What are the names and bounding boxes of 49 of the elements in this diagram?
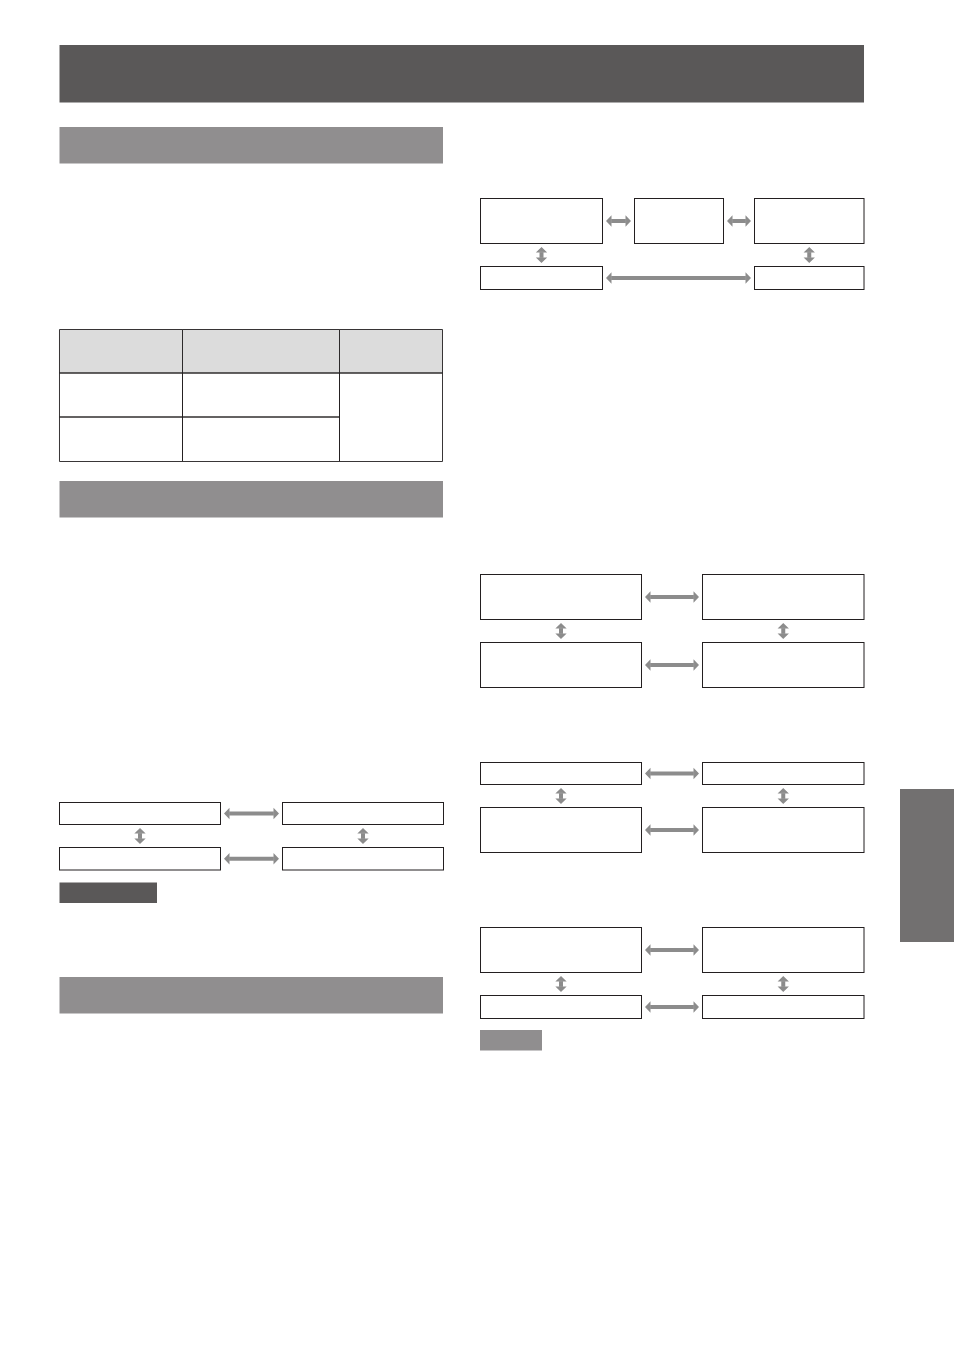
double-arrow — [134, 828, 146, 844]
double-arrow — [777, 788, 789, 804]
flow-box — [702, 927, 865, 973]
title-bar — [59, 45, 864, 103]
flow-box — [480, 762, 642, 785]
flow-box — [702, 807, 865, 853]
flow-box — [702, 642, 865, 688]
heading-tab — [480, 1030, 542, 1051]
flow-box — [702, 762, 865, 785]
double-arrow — [803, 247, 815, 263]
flow-box — [480, 574, 642, 620]
flow-box — [702, 574, 865, 620]
flow-box — [754, 266, 865, 290]
flow-box — [702, 995, 865, 1019]
flow-box — [282, 802, 444, 825]
flow-box — [480, 995, 642, 1019]
double-arrow — [606, 215, 631, 227]
heading-tab — [59, 882, 157, 903]
flow-box — [480, 927, 642, 973]
section-heading-bar — [59, 127, 443, 164]
double-arrow — [645, 767, 699, 780]
side-tab — [900, 789, 954, 942]
flow-box — [480, 266, 603, 290]
double-arrow — [224, 807, 279, 820]
double-arrow — [555, 788, 567, 804]
flow-box — [480, 642, 642, 688]
double-arrow — [224, 853, 279, 865]
double-arrow — [535, 247, 548, 263]
double-arrow — [555, 623, 567, 639]
double-arrow — [777, 623, 789, 639]
double-arrow — [645, 824, 699, 836]
double-arrow — [645, 659, 699, 671]
section-heading-bar — [59, 481, 443, 518]
flow-box — [282, 847, 444, 871]
double-arrow — [777, 976, 789, 992]
section-heading-bar — [59, 977, 443, 1014]
double-arrow — [606, 272, 751, 284]
flow-box — [634, 198, 724, 244]
flow-box — [59, 802, 221, 825]
double-arrow — [727, 215, 751, 227]
flow-box — [59, 847, 221, 871]
double-arrow — [645, 1001, 699, 1013]
double-arrow — [645, 944, 699, 956]
flow-box — [480, 807, 642, 853]
double-arrow — [555, 976, 567, 992]
double-arrow — [645, 591, 699, 603]
double-arrow — [357, 828, 369, 844]
flow-box — [754, 198, 865, 244]
flow-box — [480, 198, 603, 244]
